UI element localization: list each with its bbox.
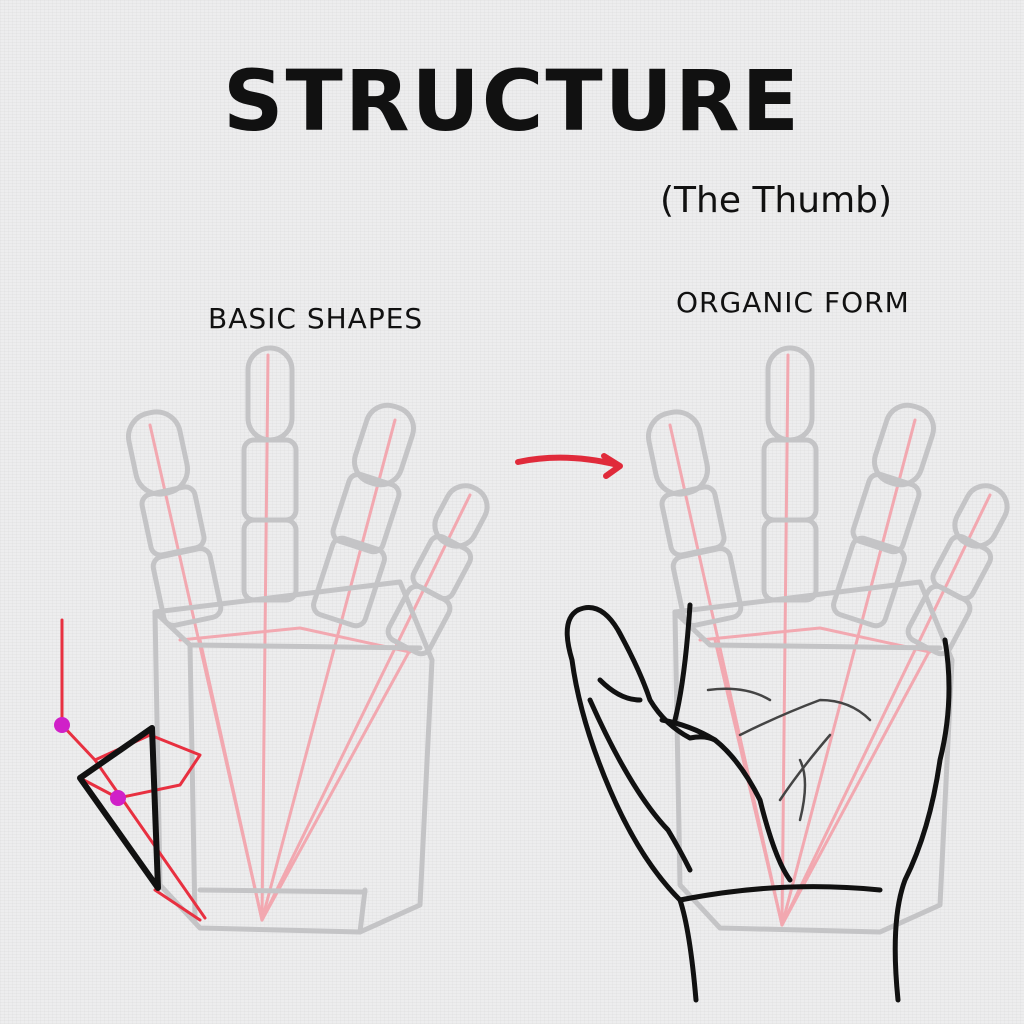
transition-arrow <box>515 453 623 479</box>
basic-shapes-hand <box>54 345 490 935</box>
basic-index-finger <box>126 409 224 628</box>
basic-shapes-label: BASIC SHAPES <box>208 302 424 335</box>
organic-form-label: ORGANIC FORM <box>676 286 910 319</box>
thumb-guide-lines <box>60 618 207 922</box>
thumb-wedge-shape <box>77 725 161 891</box>
page-subtitle: (The Thumb) <box>660 180 893 221</box>
thumb-joint-lower <box>110 790 126 806</box>
basic-ring-finger <box>311 402 416 629</box>
organic-ink-outline <box>564 602 952 1003</box>
basic-middle-finger <box>241 345 299 603</box>
basic-guide-lines <box>148 353 472 922</box>
thumb-joint-upper <box>54 717 70 733</box>
organic-palm-creases <box>706 687 872 822</box>
organic-form-hand <box>564 345 1010 1003</box>
basic-pinky-finger <box>385 483 490 657</box>
page-title: STRUCTURE <box>223 52 801 150</box>
